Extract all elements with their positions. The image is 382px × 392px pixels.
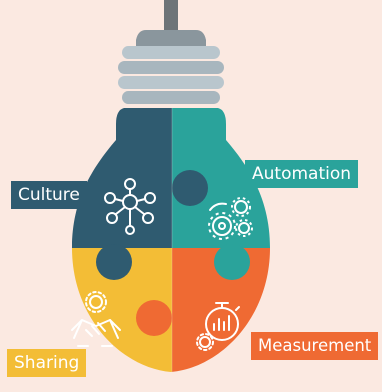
people-network-icon — [104, 178, 156, 235]
knob-automation-into-measurement — [214, 244, 250, 280]
handshake-icon — [71, 291, 121, 347]
bulb-puzzle-body — [72, 108, 270, 372]
gears-icon — [208, 197, 253, 240]
knob-culture-into-sharing — [96, 244, 132, 280]
cord — [164, 0, 178, 30]
stopwatch-chart-icon — [196, 302, 240, 351]
bulb-cap — [136, 30, 206, 46]
knob-culture-into-automation — [172, 170, 208, 206]
automation-label: Automation — [245, 160, 359, 188]
measurement-label: Measurement — [251, 332, 379, 360]
culture-label: Culture — [11, 181, 87, 209]
knob-measurement-into-sharing — [136, 300, 172, 336]
quadrant-culture — [72, 108, 172, 248]
sharing-label: Sharing — [7, 349, 87, 377]
bulb-screw-base — [118, 46, 224, 104]
